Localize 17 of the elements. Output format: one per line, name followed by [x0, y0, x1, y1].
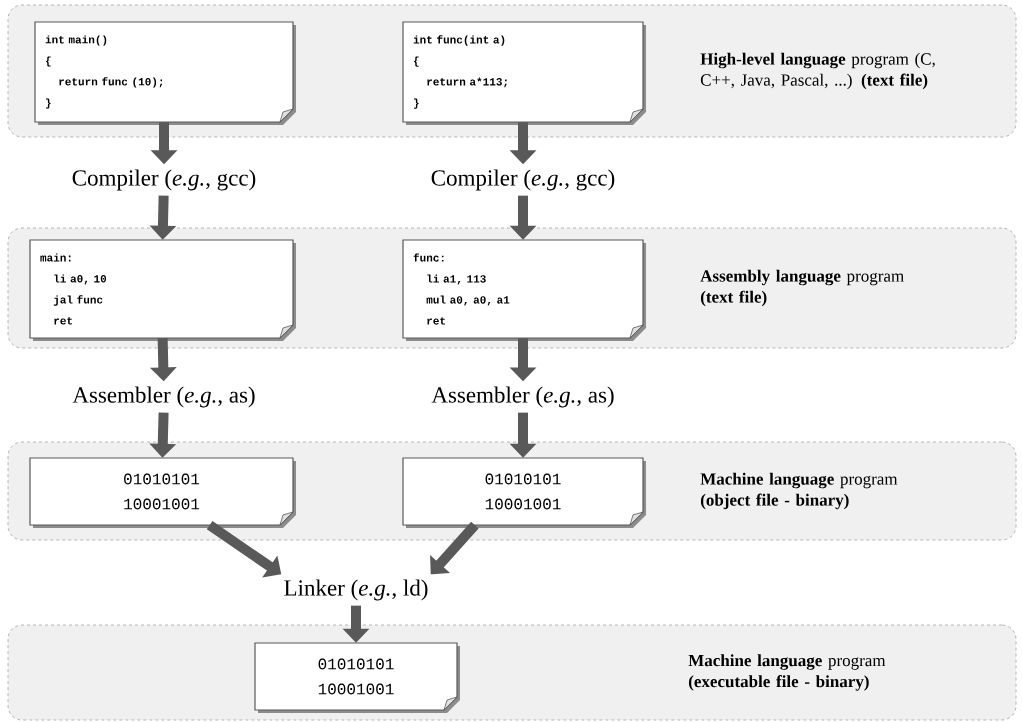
layer-label: Machine language program (object file - binary)	[700, 472, 898, 510]
file-box: func: li a1, 113 mul a0, a0, a1 ret	[402, 239, 646, 341]
layer-label: Assembly language program (text file)	[700, 269, 904, 307]
file-box: int func(int a) { return a*113; }	[402, 21, 646, 125]
file-box: 01010101 10001001	[402, 457, 646, 528]
file-box: int main() { return func (10); }	[34, 21, 296, 125]
file-box: 01010101 10001001	[254, 642, 460, 713]
tool-label: Assembler (e.g., as)	[72, 386, 255, 408]
layer-label: Machine language program (executable file - binary)	[688, 654, 886, 691]
tool-label: Linker (e.g., ld)	[284, 579, 428, 601]
file-box: 01010101 10001001	[29, 457, 296, 528]
block-arrow	[430, 521, 479, 575]
tool-label: Compiler (e.g., gcc)	[431, 169, 615, 191]
layer-label: High-level language program (C, C++, Java, Pascal, ...) (text file)	[700, 52, 935, 90]
tool-label: Compiler (e.g., gcc)	[72, 169, 256, 191]
file-box: main: li a0, 10 jal func ret	[29, 239, 296, 341]
tool-label: Assembler (e.g., as)	[431, 386, 614, 408]
